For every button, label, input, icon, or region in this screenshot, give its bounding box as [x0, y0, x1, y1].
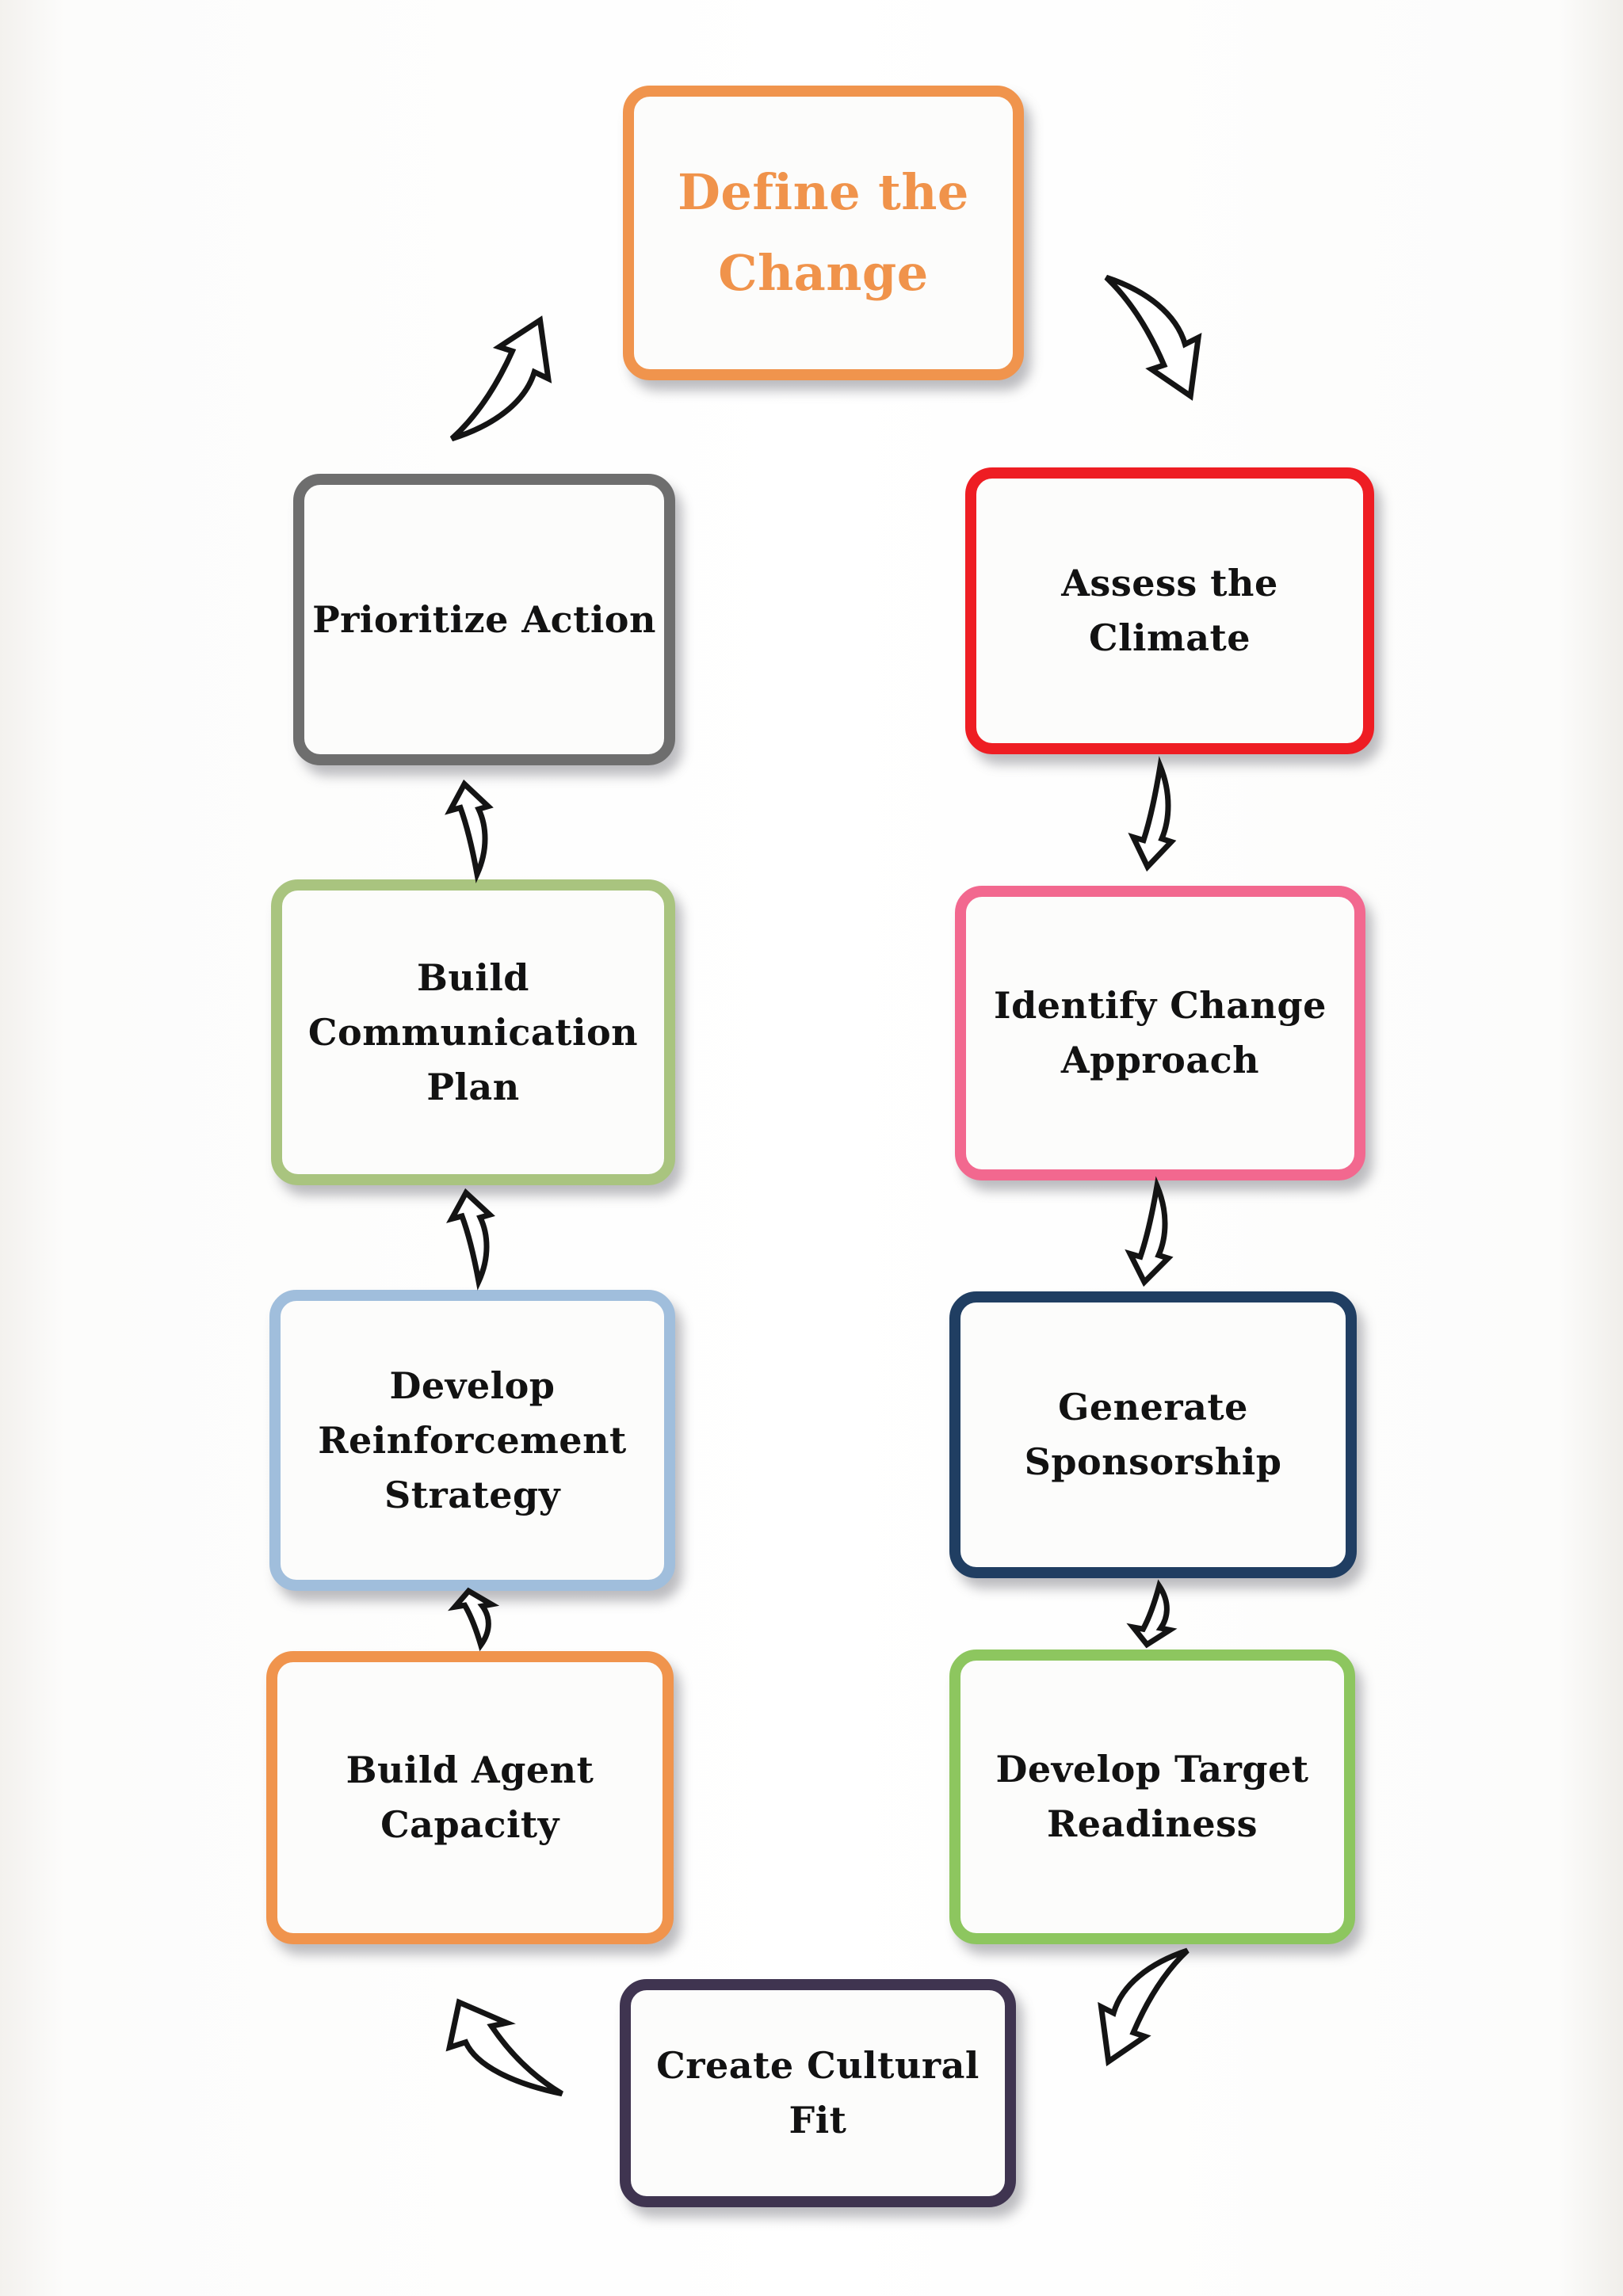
arrow-cultural-to-agent: [444, 2000, 566, 2096]
curved-arrow-icon: [449, 781, 493, 876]
flow-box-label: Generate Sponsorship: [1024, 1386, 1282, 1483]
arrow-generate-to-target: [1132, 1585, 1174, 1646]
flow-box-develop-reinforcement-strategy: Develop Reinforcement Strategy: [269, 1290, 675, 1591]
arrow-prioritize-to-define: [449, 317, 553, 442]
curved-arrow-icon: [444, 2000, 566, 2096]
curved-arrow-icon: [1097, 1947, 1190, 2065]
curved-arrow-icon: [1132, 1585, 1174, 1646]
arrow-reinf-to-comm: [450, 1190, 495, 1283]
curved-arrow-icon: [453, 1589, 496, 1646]
curved-arrow-icon: [1132, 764, 1176, 870]
flow-box-identify-change-approach: Identify Change Approach: [955, 886, 1365, 1180]
curved-arrow-icon: [449, 317, 553, 442]
flow-box-label: Build Agent Capacity: [346, 1749, 594, 1846]
curved-arrow-icon: [1128, 1184, 1173, 1285]
flow-box-develop-target-readiness: Develop Target Readiness: [949, 1650, 1355, 1944]
arrow-define-to-assess: [1103, 274, 1203, 399]
curved-arrow-icon: [450, 1190, 495, 1283]
curved-arrow-icon: [1103, 274, 1203, 399]
flow-box-assess-the-climate: Assess the Climate: [965, 467, 1374, 754]
arrow-assess-to-identify: [1132, 764, 1176, 870]
flow-box-label: Assess the Climate: [1061, 562, 1278, 659]
flow-box-build-agent-capacity: Build Agent Capacity: [266, 1651, 674, 1944]
flow-box-define-the-change: Define the Change: [623, 86, 1024, 380]
flow-box-build-communication-plan: Build Communication Plan: [271, 879, 675, 1185]
flow-box-label: Develop Target Readiness: [995, 1748, 1309, 1845]
flow-box-label: Identify Change Approach: [994, 984, 1327, 1081]
flow-box-label: Develop Reinforcement Strategy: [318, 1363, 627, 1516]
flow-box-label: Define the Change: [678, 162, 969, 302]
flow-box-label: Create Cultural Fit: [656, 2044, 980, 2142]
arrow-identify-to-generate: [1128, 1184, 1173, 1285]
flow-box-prioritize-action: Prioritize Action: [293, 474, 675, 765]
flow-box-generate-sponsorship: Generate Sponsorship: [949, 1291, 1357, 1578]
flow-box-label: Prioritize Action: [312, 597, 656, 641]
arrow-agent-to-reinf: [453, 1589, 496, 1646]
arrow-comm-to-prioritize: [449, 781, 493, 876]
arrow-target-to-cultural: [1097, 1947, 1190, 2065]
flow-box-create-cultural-fit: Create Cultural Fit: [620, 1979, 1016, 2207]
flow-box-label: Build Communication Plan: [307, 955, 639, 1108]
